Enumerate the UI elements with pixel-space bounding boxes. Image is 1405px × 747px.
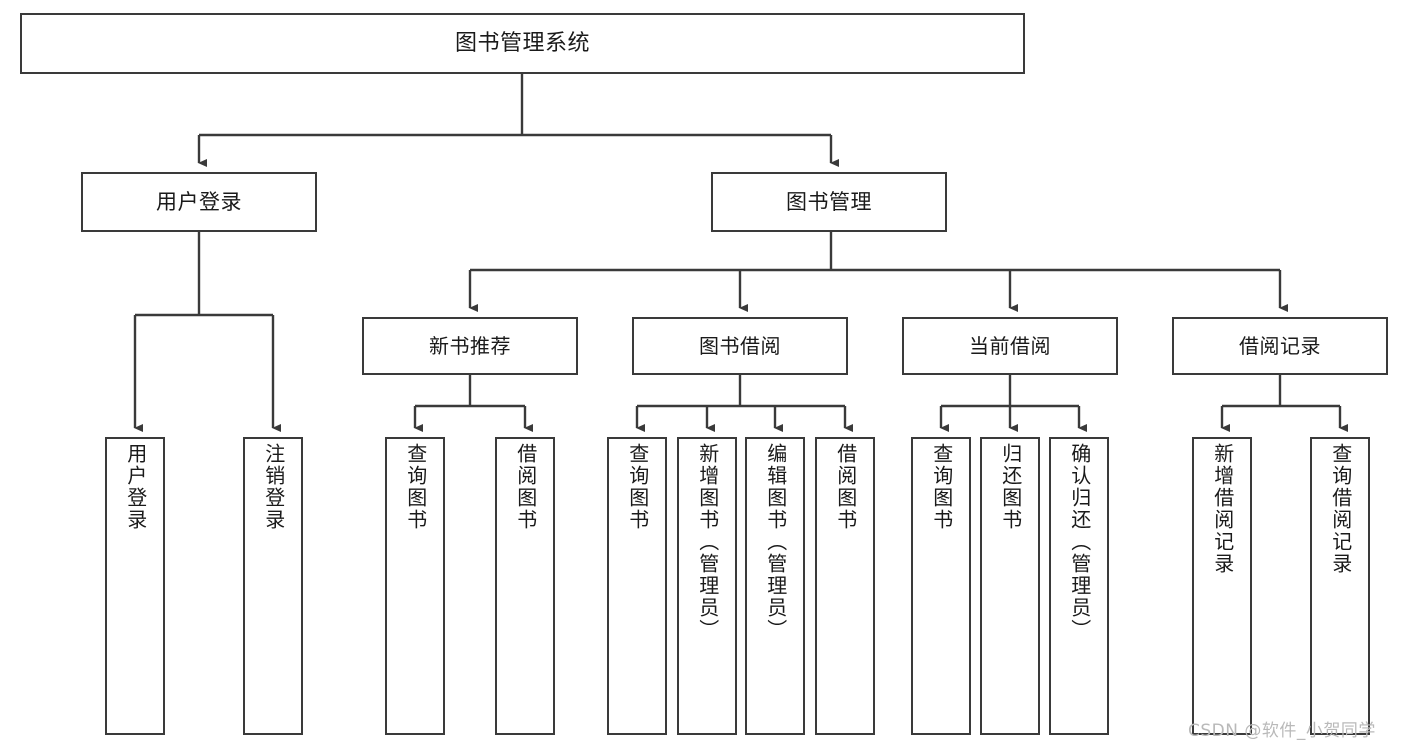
node-user-login[interactable]: 用户登录 [81,172,317,232]
node-book-manage[interactable]: 图书管理 [711,172,947,232]
node-leaf-user-login[interactable]: 用户登录 [105,437,165,735]
node-new-book-rec[interactable]: 新书推荐 [362,317,578,375]
node-leaf-add-record-label: 新增借阅记录 [1210,443,1235,575]
node-leaf-edit-book-label: 编辑图书（管理员） [763,443,788,641]
node-leaf-borrow-book-1-label: 借阅图书 [513,443,538,531]
node-book-manage-label: 图书管理 [786,189,872,214]
node-leaf-query-book-2-label: 查询图书 [625,443,650,531]
node-leaf-query-record[interactable]: 查询借阅记录 [1310,437,1370,735]
node-leaf-return-book-label: 归还图书 [998,443,1023,531]
node-leaf-logout-label: 注销登录 [261,443,286,531]
node-leaf-user-login-label: 用户登录 [123,443,148,531]
node-leaf-query-book-3[interactable]: 查询图书 [911,437,971,735]
node-leaf-borrow-book-2-label: 借阅图书 [833,443,858,531]
node-leaf-query-record-label: 查询借阅记录 [1328,443,1353,575]
node-leaf-add-book[interactable]: 新增图书（管理员） [677,437,737,735]
node-leaf-edit-book[interactable]: 编辑图书（管理员） [745,437,805,735]
node-borrow-record-label: 借阅记录 [1239,333,1321,358]
node-current-borrow-label: 当前借阅 [969,333,1051,358]
node-root-system-label: 图书管理系统 [454,30,590,56]
node-leaf-borrow-book-1[interactable]: 借阅图书 [495,437,555,735]
node-leaf-query-book-1-label: 查询图书 [403,443,428,531]
node-leaf-query-book-1[interactable]: 查询图书 [385,437,445,735]
node-borrow-record[interactable]: 借阅记录 [1172,317,1388,375]
node-current-borrow[interactable]: 当前借阅 [902,317,1118,375]
node-book-borrow-label: 图书借阅 [699,333,781,358]
node-leaf-add-record[interactable]: 新增借阅记录 [1192,437,1252,735]
node-root-system[interactable]: 图书管理系统 [20,13,1025,74]
node-new-book-rec-label: 新书推荐 [429,333,511,358]
node-leaf-confirm-return-label: 确认归还（管理员） [1067,443,1092,641]
node-book-borrow[interactable]: 图书借阅 [632,317,848,375]
node-leaf-return-book[interactable]: 归还图书 [980,437,1040,735]
node-leaf-logout[interactable]: 注销登录 [243,437,303,735]
node-user-login-label: 用户登录 [156,189,242,214]
node-leaf-query-book-2[interactable]: 查询图书 [607,437,667,735]
node-leaf-confirm-return[interactable]: 确认归还（管理员） [1049,437,1109,735]
node-leaf-query-book-3-label: 查询图书 [929,443,954,531]
node-leaf-borrow-book-2[interactable]: 借阅图书 [815,437,875,735]
node-leaf-add-book-label: 新增图书（管理员） [695,443,720,641]
